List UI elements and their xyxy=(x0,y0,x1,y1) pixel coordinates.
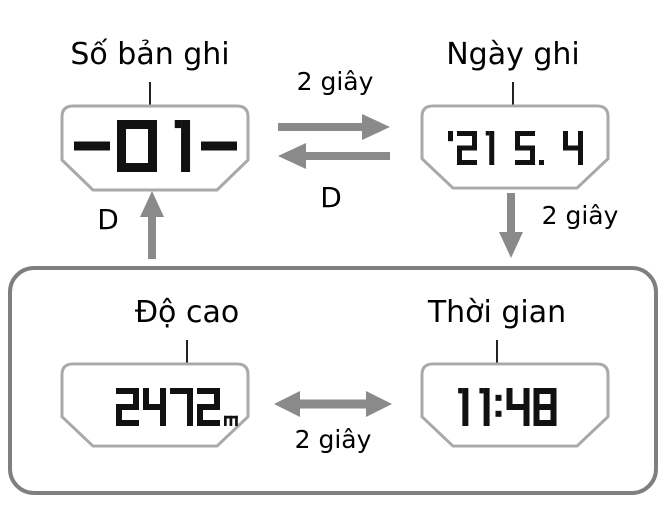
time-label: Thời gian xyxy=(427,295,567,330)
time-display xyxy=(420,362,610,448)
recorder-screens-group-box xyxy=(8,266,658,495)
d-button-label-top: D xyxy=(320,181,342,214)
transition-label-2s-top: 2 giây xyxy=(296,67,374,96)
pointer-line-record-date xyxy=(512,82,514,116)
record-number-label: Số bản ghi xyxy=(70,37,230,72)
pointer-line-time xyxy=(496,340,498,377)
transition-label-2s-bottom: 2 giây xyxy=(294,425,372,454)
arrow-double-icon xyxy=(274,391,392,417)
arrow-down-icon xyxy=(499,193,523,258)
arrow-left-icon xyxy=(278,143,390,169)
altitude-digits xyxy=(60,388,238,426)
pointer-line-record-number xyxy=(149,82,151,118)
transition-label-2s-right: 2 giây xyxy=(541,201,619,230)
time-digits xyxy=(420,388,590,426)
altitude-display xyxy=(60,362,250,448)
arrow-up-icon xyxy=(140,191,164,259)
arrow-right-icon xyxy=(278,114,390,140)
record-number-digits xyxy=(60,120,250,172)
altitude-label: Độ cao xyxy=(134,295,240,330)
record-date-display xyxy=(420,104,610,190)
pointer-line-altitude xyxy=(186,340,188,377)
record-date-digits xyxy=(420,131,610,165)
record-number-display xyxy=(60,104,250,192)
d-button-label-left: D xyxy=(97,203,119,236)
record-date-label: Ngày ghi xyxy=(446,37,580,72)
